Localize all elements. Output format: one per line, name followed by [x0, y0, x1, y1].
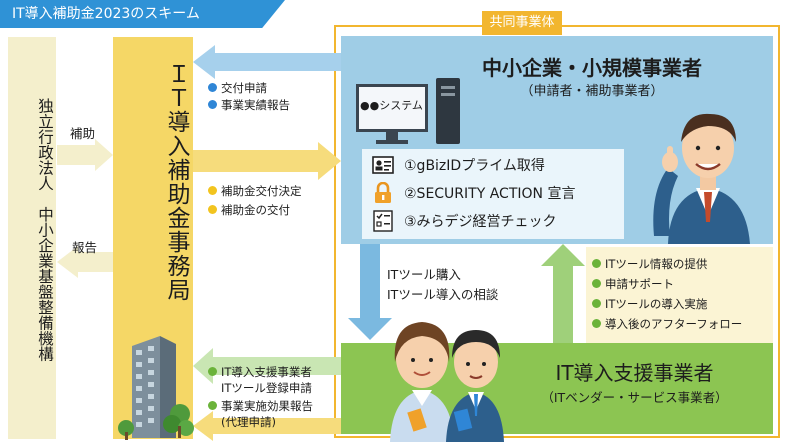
bullet-dot [208, 100, 217, 109]
report-label: 報告 [72, 240, 98, 255]
bullet-dot [208, 401, 217, 410]
flow-item: 事業実施効果報告 [208, 399, 313, 413]
agency-label: 独立行政法人 中小企業基盤整備機構 [36, 98, 54, 362]
id-card-icon [372, 155, 394, 175]
subsidy-arrow [57, 139, 113, 171]
lock-icon [372, 182, 394, 203]
businessman-illustration [653, 113, 750, 244]
consult-label: ITツール導入の相談 [387, 287, 499, 302]
bullet-dot [208, 205, 217, 214]
service-item: ITツールの導入実施 [592, 297, 707, 311]
requirements-panel: ①gBizIDプライム取得 ②SECURITY ACTION 宣言 ③みらデジ経… [362, 149, 624, 239]
monitor-stand [386, 132, 398, 140]
system-label: ●●システム [360, 99, 423, 112]
bullet-dot [592, 279, 601, 288]
bullet-dot [592, 299, 601, 308]
bullet-dot [592, 259, 601, 268]
flow-item: 事業実績報告 [208, 98, 290, 112]
sme-subtitle: （申請者・補助事業者） [520, 84, 664, 99]
registration-arrow [193, 348, 341, 384]
application-arrow [193, 45, 341, 79]
joint-venture-label: 共同事業体 [482, 11, 562, 35]
requirement-item: ①gBizIDプライム取得 [372, 152, 545, 178]
requirement-item: ③みらデジ経営チェック [372, 208, 557, 234]
office-label: ＩＴ導入補助金事務局 [163, 62, 189, 302]
building-icon [118, 336, 194, 440]
scheme-title: IT導入補助金2023のスキーム [0, 0, 285, 28]
flow-item: IT導入支援事業者 [208, 365, 312, 379]
monitor-base [376, 140, 408, 144]
flow-item: 補助金交付決定 [208, 184, 302, 198]
agency-panel [8, 37, 56, 439]
vendor-subtitle: （ITベンダー・サービス事業者） [541, 390, 728, 405]
vendor-title: IT導入支援事業者 [555, 361, 714, 385]
pc-drive [441, 93, 455, 96]
flow-item-cont: ITツール登録申請 [221, 381, 312, 395]
bullet-dot [208, 367, 217, 376]
service-item: 申請サポート [592, 277, 674, 291]
checklist-icon [372, 210, 394, 232]
report-arrow [57, 246, 113, 278]
pc-drive [441, 86, 455, 89]
flow-item-cont: (代理申請) [221, 415, 276, 429]
monitor-icon [356, 84, 428, 132]
requirement-item: ②SECURITY ACTION 宣言 [372, 180, 575, 206]
vendor-staff-illustration [390, 322, 504, 442]
report-to-office-arrow [193, 411, 341, 441]
service-item: ITツール情報の提供 [592, 257, 707, 271]
grant-arrow [193, 142, 341, 180]
service-item: 導入後のアフターフォロー [592, 317, 742, 331]
subsidy-label: 補助 [70, 126, 96, 141]
purchase-arrow [348, 244, 392, 340]
bullet-dot [208, 186, 217, 195]
sme-title: 中小企業・小規模事業者 [482, 56, 702, 80]
flow-item: 交付申請 [208, 81, 267, 95]
bullet-dot [208, 83, 217, 92]
bullet-dot [592, 319, 601, 328]
pc-tower-icon [436, 78, 460, 144]
vendor-services-panel [586, 247, 773, 343]
purchase-label: ITツール購入 [387, 267, 461, 282]
support-arrow [541, 244, 585, 343]
flow-item: 補助金の交付 [208, 203, 290, 217]
